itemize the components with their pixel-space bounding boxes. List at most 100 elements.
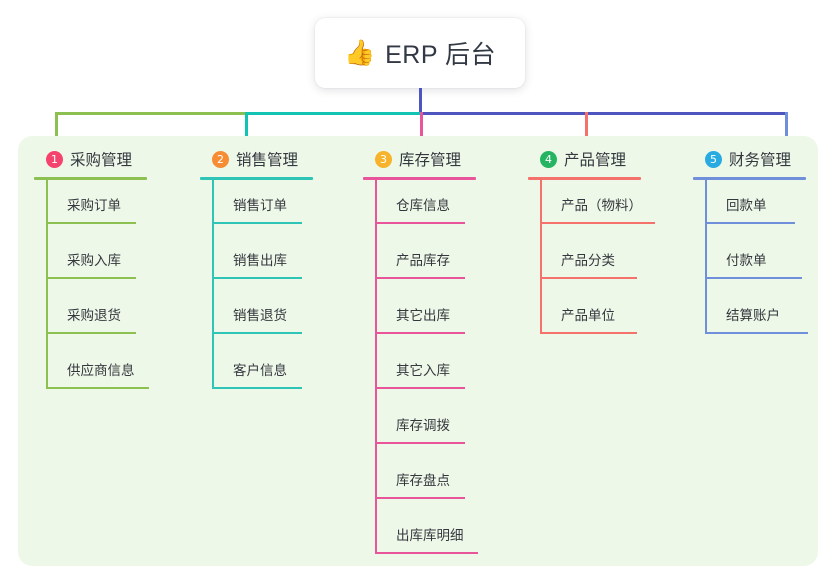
leaf-node-label: 供应商信息 <box>67 363 135 378</box>
leaf-node[interactable]: 产品库存 <box>363 235 476 290</box>
leaf-stub-line <box>375 552 389 554</box>
drop-purchase <box>55 112 58 140</box>
branch-title: 采购管理 <box>70 152 133 169</box>
leaf-node-label: 其它入库 <box>396 363 450 378</box>
branch-number-badge: 5 <box>705 150 722 168</box>
root-stem-connector <box>419 88 422 114</box>
leaf-node-label: 回款单 <box>726 198 767 213</box>
leaf-stub-line <box>705 222 719 224</box>
leaf-node-label: 销售退货 <box>233 308 287 323</box>
leaf-node[interactable]: 仓库信息 <box>363 180 476 235</box>
branch-title: 库存管理 <box>399 152 462 169</box>
leaf-node-rule <box>719 222 795 224</box>
root-node-card[interactable]: 👍 ERP 后台 <box>315 18 525 88</box>
leaf-stub-line <box>212 387 226 389</box>
leaf-node-rule <box>389 332 465 334</box>
leaf-stub-line <box>375 222 389 224</box>
leaf-stub-line <box>705 277 719 279</box>
leaf-node[interactable]: 产品分类 <box>528 235 641 290</box>
leaf-node-rule <box>226 277 302 279</box>
leaf-stub-line <box>540 222 554 224</box>
branch-trunk-line <box>540 180 542 332</box>
leaf-node[interactable]: 其它出库 <box>363 290 476 345</box>
leaf-stub-line <box>375 442 389 444</box>
branch-item-list: 销售订单销售出库销售退货客户信息 <box>200 180 313 400</box>
leaf-node-rule <box>719 332 808 334</box>
leaf-node[interactable]: 产品单位 <box>528 290 641 345</box>
branch-header-rule <box>363 177 476 180</box>
branch-number-badge: 4 <box>540 150 557 168</box>
branch-trunk-line <box>46 180 48 387</box>
branch-number-badge: 1 <box>46 150 63 168</box>
leaf-node[interactable]: 采购退货 <box>34 290 147 345</box>
branch-column-1: 1 采购管理采购订单采购入库采购退货供应商信息 <box>34 148 149 400</box>
leaf-stub-line <box>540 332 554 334</box>
leaf-node[interactable]: 结算账户 <box>693 290 808 345</box>
leaf-node-label: 采购退货 <box>67 308 121 323</box>
leaf-node[interactable]: 付款单 <box>693 235 806 290</box>
drop-product <box>585 112 588 140</box>
leaf-node-label: 付款单 <box>726 253 767 268</box>
branch-trunk-line <box>375 180 377 552</box>
leaf-node[interactable]: 销售退货 <box>200 290 313 345</box>
leaf-node-rule <box>719 277 802 279</box>
leaf-node-rule <box>554 277 637 279</box>
leaf-node-label: 销售出库 <box>233 253 287 268</box>
thumbs-up-icon: 👍 <box>343 38 376 67</box>
leaf-node-rule <box>60 332 136 334</box>
leaf-node[interactable]: 其它入库 <box>363 345 476 400</box>
leaf-node-rule <box>60 222 136 224</box>
leaf-node-label: 客户信息 <box>233 363 287 378</box>
leaf-stub-line <box>212 332 226 334</box>
leaf-node-label: 其它出库 <box>396 308 450 323</box>
leaf-node-rule <box>389 552 478 554</box>
leaf-node[interactable]: 库存调拨 <box>363 400 476 455</box>
leaf-node-rule <box>389 387 465 389</box>
leaf-node-label: 仓库信息 <box>396 198 450 213</box>
branch-item-list: 产品（物料） 产品分类产品单位 <box>528 180 655 345</box>
branch-item-list: 回款单付款单结算账户 <box>693 180 808 345</box>
leaf-node-label: 库存盘点 <box>396 473 450 488</box>
leaf-node-label: 产品库存 <box>396 253 450 268</box>
leaf-node-rule <box>226 332 302 334</box>
leaf-node-rule <box>60 387 149 389</box>
branch-title: 销售管理 <box>236 152 299 169</box>
leaf-node-rule <box>389 222 465 224</box>
branch-header-1[interactable]: 1 采购管理 <box>34 148 147 170</box>
leaf-stub-line <box>375 497 389 499</box>
leaf-stub-line <box>212 222 226 224</box>
leaf-stub-line <box>46 222 60 224</box>
leaf-node[interactable]: 客户信息 <box>200 345 313 400</box>
branch-header-rule <box>693 177 806 180</box>
leaf-stub-line <box>46 332 60 334</box>
diagram-panel <box>18 136 818 566</box>
leaf-node-rule <box>226 222 302 224</box>
leaf-node[interactable]: 销售订单 <box>200 180 313 235</box>
leaf-node[interactable]: 采购入库 <box>34 235 147 290</box>
leaf-node[interactable]: 供应商信息 <box>34 345 149 400</box>
root-node-title: ERP 后台 <box>385 41 497 69</box>
leaf-stub-line <box>375 277 389 279</box>
leaf-node[interactable]: 回款单 <box>693 180 806 235</box>
leaf-node[interactable]: 产品（物料） <box>528 180 655 235</box>
leaf-node[interactable]: 销售出库 <box>200 235 313 290</box>
leaf-stub-line <box>375 332 389 334</box>
leaf-stub-line <box>46 387 60 389</box>
leaf-node[interactable]: 出库库明细 <box>363 510 478 565</box>
bus-green <box>55 112 245 115</box>
leaf-node-rule <box>60 277 136 279</box>
leaf-node[interactable]: 库存盘点 <box>363 455 476 510</box>
leaf-node-label: 产品（物料） <box>561 198 642 213</box>
leaf-node-rule <box>389 277 465 279</box>
leaf-node-label: 出库库明细 <box>396 528 464 543</box>
leaf-stub-line <box>375 387 389 389</box>
leaf-node[interactable]: 采购订单 <box>34 180 147 235</box>
